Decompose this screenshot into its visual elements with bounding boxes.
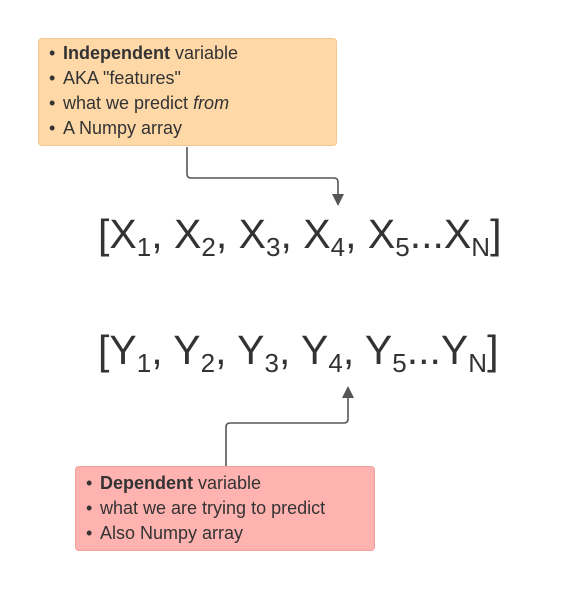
separator: ,	[151, 327, 174, 373]
independent-note-item: • Independent variable	[49, 41, 336, 66]
x-subscript: 2	[201, 232, 216, 262]
x-sequence: [X1, X2, X3, X4, X5...XN]	[98, 210, 502, 260]
x-subscript: 1	[136, 232, 152, 262]
ellipsis: ...	[409, 211, 444, 257]
y-subscript: 4	[328, 348, 343, 378]
y-term: Y	[440, 327, 469, 373]
open-bracket: [	[98, 327, 110, 373]
x-subscript: 3	[266, 232, 281, 262]
separator: ,	[215, 327, 238, 373]
x-term: X	[443, 211, 472, 257]
x-term: X	[174, 211, 202, 257]
item-italic-text: from	[193, 93, 230, 113]
y-subscript: 1	[136, 348, 152, 378]
x-subscript: N	[471, 232, 491, 262]
y-term: Y	[301, 327, 329, 373]
bullet-icon: •	[49, 93, 56, 113]
y-sequence: [Y1, Y2, Y3, Y4, Y5...YN]	[98, 326, 499, 376]
bullet-icon: •	[49, 68, 56, 88]
dependent-connector-arrow	[225, 396, 349, 466]
dependent-note-item: • Also Numpy array	[86, 521, 374, 546]
item-text: Also Numpy array	[100, 523, 244, 543]
bullet-icon: •	[86, 473, 93, 493]
x-term: X	[238, 211, 267, 257]
independent-arrowhead-icon	[332, 194, 344, 206]
close-bracket: ]	[487, 327, 499, 373]
y-subscript: 3	[264, 348, 279, 378]
y-subscript: 5	[392, 348, 407, 378]
bullet-icon: •	[86, 523, 93, 543]
x-term: X	[109, 211, 137, 257]
item-text: variable	[193, 473, 262, 493]
y-subscript: N	[468, 348, 488, 378]
item-text: variable	[170, 43, 239, 63]
bullet-icon: •	[86, 498, 93, 518]
y-subscript: 2	[200, 348, 216, 378]
open-bracket: [	[98, 211, 110, 257]
bullet-icon: •	[49, 118, 56, 138]
dependent-variable-note: • Dependent variable • what we are trying …	[75, 466, 375, 551]
y-term: Y	[237, 327, 265, 373]
dependent-note-item: • what we are trying to predict	[86, 496, 374, 521]
dependent-arrowhead-icon	[342, 386, 354, 398]
y-term: Y	[109, 327, 137, 373]
y-term: Y	[173, 327, 201, 373]
ellipsis: ...	[406, 327, 441, 373]
independent-note-item: • AKA "features"	[49, 66, 336, 91]
item-text: what we are trying to predict	[100, 498, 326, 518]
x-subscript: 5	[395, 232, 410, 262]
x-term: X	[303, 211, 331, 257]
independent-note-item: • A Numpy array	[49, 116, 336, 141]
item-bold-text: Dependent	[100, 473, 194, 493]
item-text: A Numpy array	[63, 118, 183, 138]
item-text: AKA "features"	[63, 68, 181, 88]
item-text: what we predict	[63, 93, 194, 113]
independent-variable-note: • Independent variable • AKA "features" • w…	[38, 38, 337, 146]
y-term: Y	[364, 327, 393, 373]
independent-connector-arrow	[186, 147, 339, 196]
independent-note-list: • Independent variable • AKA "features" • w…	[49, 41, 336, 141]
separator: ,	[342, 327, 365, 373]
x-subscript: 4	[330, 232, 346, 262]
x-term: X	[367, 211, 396, 257]
dependent-note-list: • Dependent variable • what we are trying …	[86, 471, 374, 546]
close-bracket: ]	[490, 211, 502, 257]
independent-note-item: • what we predict from	[49, 91, 336, 116]
separator: ,	[345, 211, 368, 257]
separator: ,	[278, 327, 302, 373]
bullet-icon: •	[49, 43, 56, 63]
separator: ,	[215, 211, 239, 257]
separator: ,	[151, 211, 175, 257]
separator: ,	[280, 211, 304, 257]
dependent-note-item: • Dependent variable	[86, 471, 374, 496]
item-bold-text: Independent	[63, 43, 170, 63]
